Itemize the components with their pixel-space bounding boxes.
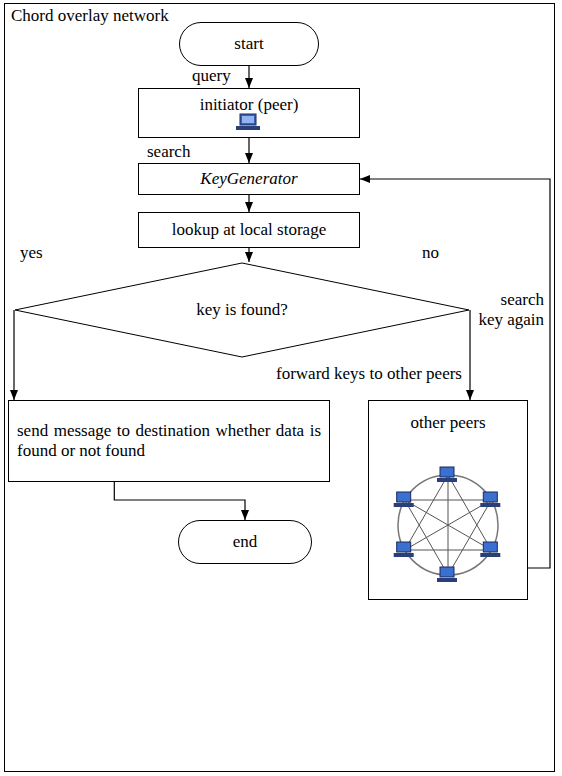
process-box: send message to destination whether data…: [8, 400, 330, 482]
flow-arrow: [248, 66, 249, 88]
peer-keyboard: [480, 553, 500, 557]
peer-link: [405, 500, 492, 550]
node-text: other peers: [410, 413, 485, 433]
edge-label: search key again: [476, 290, 546, 329]
node-text: initiator (peer): [200, 95, 299, 115]
flow-arrow: [13, 310, 14, 400]
peer-monitor: [440, 467, 454, 477]
node-text: KeyGenerator: [200, 169, 297, 189]
computer-icon: [236, 114, 260, 130]
flow-arrow: [248, 138, 249, 163]
overlay-frame: Chord overlay networkstartinitiator (pee…: [4, 3, 555, 772]
edge-label: yes: [18, 243, 45, 263]
node-text: key is found?: [196, 300, 288, 320]
process-box: initiator (peer): [138, 88, 360, 138]
flow-arrow: [248, 195, 249, 212]
flow-arrow: [248, 248, 249, 262]
peer-monitor: [397, 542, 411, 552]
flow-arrow: [114, 482, 245, 520]
peer-keyboard: [437, 478, 457, 482]
peer-link: [405, 500, 492, 501]
peer-ring: [394, 467, 501, 582]
terminal-pill: end: [178, 520, 312, 564]
peer-link: [405, 500, 448, 575]
peer-keyboard: [437, 578, 457, 582]
flow-arrow: [469, 310, 470, 400]
peer-monitor: [483, 542, 497, 552]
node-text: end: [233, 532, 258, 552]
edge-label: search: [145, 142, 192, 162]
peer-keyboard: [394, 553, 414, 557]
process-box: KeyGenerator: [138, 163, 360, 195]
terminal-pill: start: [179, 22, 319, 66]
node-text: start: [234, 34, 263, 54]
edge-label: query: [190, 66, 233, 86]
peer-keyboard: [480, 503, 500, 507]
peer-monitor: [397, 492, 411, 502]
peer-keyboard: [394, 503, 414, 507]
peer-monitor: [440, 567, 454, 577]
node-text: lookup at local storage: [172, 220, 326, 240]
note-label: forward keys to other peers: [266, 364, 464, 384]
peer-link: [405, 550, 492, 551]
process-box: lookup at local storage: [138, 212, 360, 248]
edge-label: no: [420, 243, 441, 263]
decision-diamond: key is found?: [14, 262, 470, 358]
process-box: other peers: [368, 400, 528, 600]
ring-circle: [398, 475, 498, 575]
peer-monitor: [483, 492, 497, 502]
peer-link: [405, 500, 492, 550]
node-text: send message to destination whether data…: [17, 421, 321, 460]
